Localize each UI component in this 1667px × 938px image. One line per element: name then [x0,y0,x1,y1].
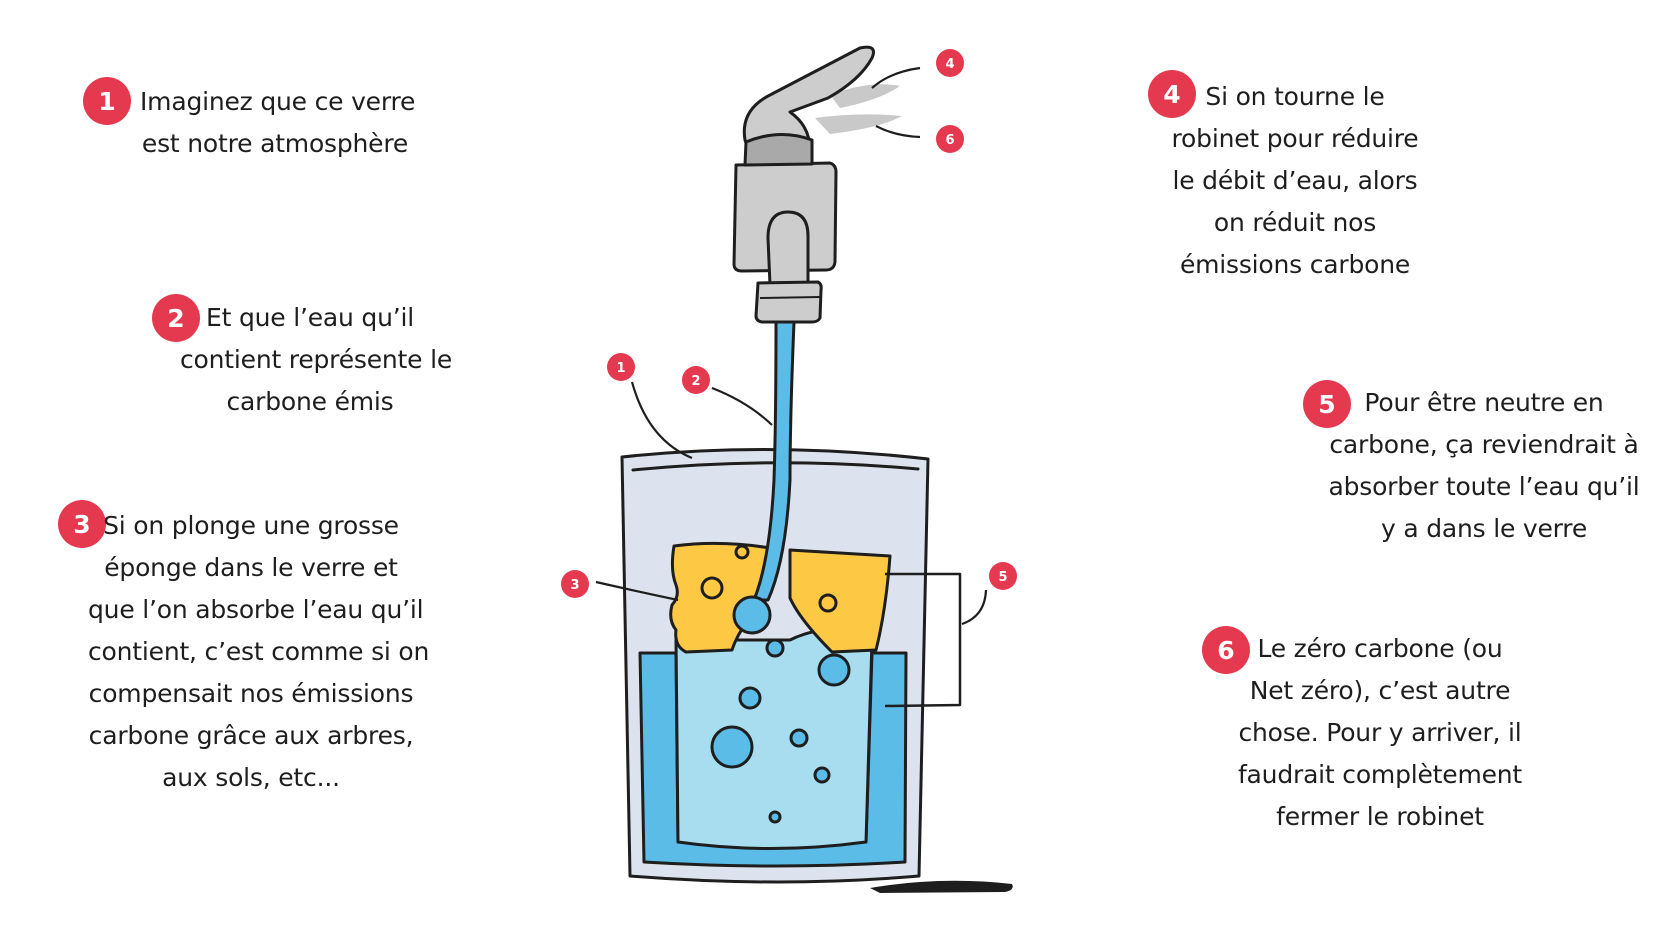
note-badge-1: 1 [83,77,131,125]
bubble [789,728,809,748]
note-line: carbone grâce aux arbres, [88,721,414,750]
note-6: Le zéro carbone (ou Net zéro), c’est aut… [1230,628,1530,838]
handle-trail-upper [830,84,900,108]
note-line: contient représente le [180,345,453,374]
note-line: que l’on absorbe l’eau qu’il [88,595,424,624]
sponge-hole [818,593,838,613]
leader-line-3 [595,580,679,602]
bracket-5 [884,572,962,708]
sponge-hole [734,544,750,560]
svg-text:2: 2 [691,374,700,389]
note-badge-3: 3 [58,500,106,548]
note-line: le débit d’eau, alors [1172,166,1418,195]
leader-line-5 [961,589,988,626]
water-stream [752,320,796,602]
note-line: émissions carbone [1179,250,1411,279]
svg-text:3: 3 [570,578,579,593]
leader-line-2 [711,386,773,426]
note-line: compensait nos émissions [88,679,414,708]
bubble [765,638,785,658]
sponge-hole [700,576,724,600]
faucet-cap [743,132,814,167]
note-line: Pour être neutre en [1364,388,1604,417]
note-3: Si on plonge une grosse éponge dans le v… [88,505,430,799]
diagram-marker-2: 2 [682,366,710,394]
note-line: on réduit nos [1213,208,1377,237]
note-line: faudrait complètement [1237,760,1523,789]
note-2: Et que l’eau qu’il contient représente l… [180,297,453,423]
diagram-marker-3: 3 [561,570,589,598]
note-line: fermer le robinet [1276,802,1484,831]
diagram-marker-1: 1 [607,353,635,381]
note-line: Si on plonge une grosse [103,511,399,540]
handle-trail-lower [815,114,902,134]
leader-line-1 [630,381,693,460]
note-line: aux sols, etc... [162,763,340,792]
note-line: absorber toute l’eau qu’il [1328,472,1640,501]
bubble [738,686,762,710]
note-badge-2: 2 [152,294,200,342]
note-badge-4: 4 [1148,70,1196,118]
svg-text:1: 1 [616,361,625,376]
note-line: contient, c’est comme si on [88,637,430,666]
diagram-marker-5: 5 [989,562,1017,590]
nozzle-line [759,296,821,299]
note-line: éponge dans le verre et [104,553,398,582]
note-4: Si on tourne le robinet pour réduire le … [1165,76,1425,286]
leader-line-4 [871,66,921,89]
note-line: Si on tourne le [1205,82,1385,111]
note-5: Pour être neutre en carbone, ça reviendr… [1322,382,1646,550]
diagram-marker-6: 6 [936,125,964,153]
note-badge-5: 5 [1303,380,1351,428]
svg-text:4: 4 [945,57,954,72]
ground-shadow [870,880,1013,893]
note-line: Net zéro), c’est autre [1249,676,1511,705]
water-body [638,651,908,868]
note-line: y a dans le verre [1380,514,1587,543]
note-line: Et que l’eau qu’il [206,303,414,332]
bubble [813,766,831,784]
note-line: carbone, ça reviendrait à [1329,430,1639,459]
bubble [732,595,772,635]
faucet-spout [766,210,810,287]
faucet-handle [742,45,875,157]
note-line: est notre atmosphère [141,129,409,158]
note-line: Le zéro carbone (ou [1257,634,1503,663]
note-badge-6: 6 [1202,626,1250,674]
note-line: carbone émis [226,387,394,416]
faucet-nozzle [754,280,823,324]
note-line: robinet pour réduire [1171,124,1419,153]
note-line: chose. Pour y arriver, il [1238,718,1522,747]
bubble [768,810,782,824]
leader-line-6 [875,125,921,139]
note-line: Imaginez que ce verre [140,87,416,116]
sponge-right [788,548,892,654]
bubble [817,653,851,687]
note-1: Imaginez que ce verre est notre atmosphè… [140,81,416,165]
bubble [710,725,754,769]
svg-text:6: 6 [945,133,954,148]
diagram-marker-4: 4 [936,49,964,77]
svg-text:5: 5 [998,570,1007,585]
